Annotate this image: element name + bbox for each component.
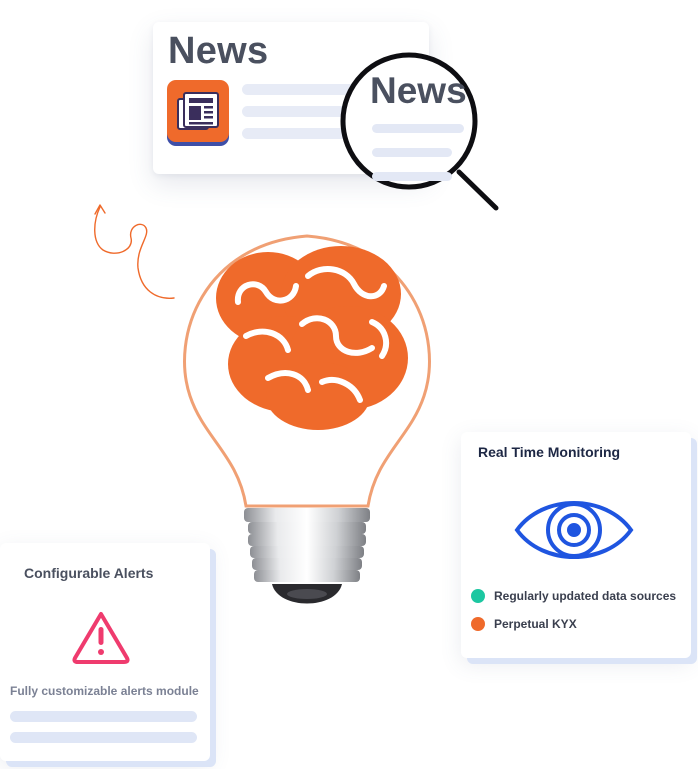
status-dot: [471, 617, 485, 631]
newspaper-icon: [167, 80, 229, 142]
monitoring-card: Real Time Monitoring Regularly updated d…: [461, 432, 691, 658]
eye-icon: [514, 501, 634, 559]
list-item: Regularly updated data sources: [471, 589, 676, 603]
magnified-news-title: News: [370, 70, 467, 111]
placeholder-line: [10, 732, 197, 743]
alerts-description: Fully customizable alerts module: [10, 684, 199, 698]
monitoring-item-label: Regularly updated data sources: [494, 589, 677, 603]
status-dot: [471, 589, 485, 603]
lightbulb-brain-icon: [183, 234, 431, 604]
warning-triangle-icon: [72, 612, 130, 664]
list-item: Perpetual KYX: [471, 617, 577, 631]
placeholder-line: [242, 84, 402, 95]
alerts-title: Configurable Alerts: [24, 565, 154, 581]
placeholder-line: [242, 128, 352, 139]
monitoring-title: Real Time Monitoring: [478, 444, 621, 460]
monitoring-item-label: Perpetual KYX: [494, 617, 577, 631]
magnifier-icon: [340, 52, 499, 211]
alerts-card: Configurable Alerts Fully customizable a…: [0, 543, 210, 761]
placeholder-line: [10, 711, 197, 722]
placeholder-line: [242, 106, 352, 117]
news-title: News: [168, 30, 269, 72]
swirl-arrow-icon: [94, 204, 175, 299]
